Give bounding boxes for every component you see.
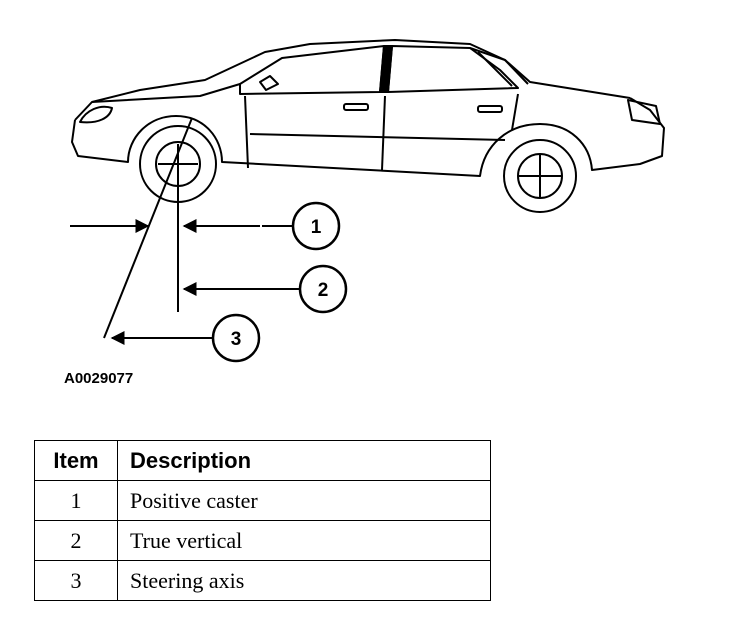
car-body-outline [71,97,665,177]
callout-1-label: 1 [311,217,322,238]
header-item: Item [34,440,118,481]
row-description: Positive caster [117,480,491,521]
car-roof-outline [74,39,631,121]
table-row: 1 Positive caster [34,480,491,521]
car-illustration [71,39,665,213]
row-item: 2 [34,520,118,561]
figure-id: A0029077 [64,370,133,387]
row-item: 1 [34,480,118,521]
headlight [79,105,113,124]
header-description: Description [117,440,491,481]
callout-circle-2 [298,264,348,314]
row-description: Steering axis [117,560,491,601]
row-description: True vertical [117,520,491,561]
rear-wheel [503,139,577,213]
callout-2-label: 2 [318,280,329,301]
callout-circle-3 [211,313,261,363]
row-item: 3 [34,560,118,601]
rear-window [387,45,519,93]
legend-table: Item Description 1 Positive caster 2 Tru… [34,440,491,601]
table-row: 2 True vertical [34,520,491,561]
caster-diagram: 1 2 3 A0029077 [64,39,665,387]
callout-3-label: 3 [231,329,242,350]
legend-header-row: Item Description [34,440,491,481]
table-row: 3 Steering axis [34,560,491,601]
tail-light [627,99,661,125]
